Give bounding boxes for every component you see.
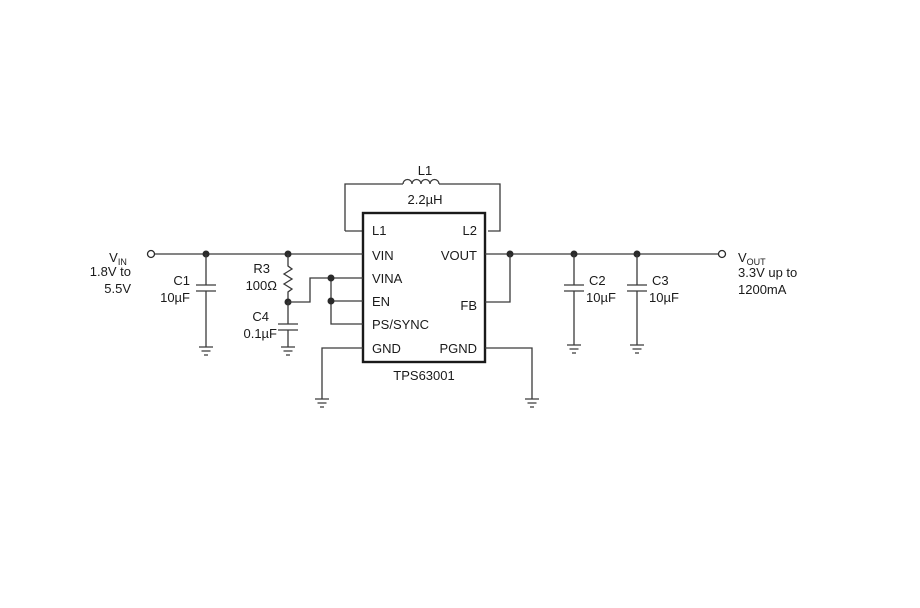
vin-terminal bbox=[146, 249, 156, 259]
junction-dot bbox=[327, 274, 335, 282]
output-rail bbox=[485, 249, 727, 303]
capacitor-c1 bbox=[196, 254, 216, 356]
vout-spec-line2: 1200mA bbox=[738, 282, 787, 297]
ic-body bbox=[361, 211, 487, 364]
pgnd-pin-wire bbox=[485, 347, 539, 408]
c2-ref: C2 bbox=[589, 273, 606, 288]
ic-pin-ps-sync: PS/SYNC bbox=[372, 317, 429, 332]
ground-symbol bbox=[199, 346, 213, 356]
inductor-l1 bbox=[344, 178, 501, 232]
junction-dot bbox=[327, 297, 335, 305]
c1-value: 10µF bbox=[160, 290, 190, 305]
c1-ref: C1 bbox=[173, 273, 190, 288]
c3-ref: C3 bbox=[652, 273, 669, 288]
capacitor-c3 bbox=[627, 254, 647, 354]
input-rail bbox=[146, 249, 363, 259]
c4-value: 0.1µF bbox=[243, 326, 277, 341]
vout-label: VOUT bbox=[738, 250, 766, 267]
gnd-pin-wire bbox=[315, 347, 363, 408]
capacitor-c4 bbox=[278, 302, 298, 356]
vin-range-line1: 1.8V to bbox=[90, 264, 131, 279]
capacitor-c2 bbox=[564, 254, 584, 354]
inductor-value: 2.2µH bbox=[408, 192, 443, 207]
ic-pin-vin: VIN bbox=[372, 248, 394, 263]
ground-symbol bbox=[630, 344, 644, 354]
r3-value: 100Ω bbox=[246, 278, 278, 293]
resistor-r3 bbox=[282, 254, 294, 306]
vout-terminal bbox=[717, 249, 727, 259]
vin-label: VIN bbox=[109, 250, 127, 267]
c3-value: 10µF bbox=[649, 290, 679, 305]
ic-part-number: TPS63001 bbox=[393, 368, 454, 383]
vin-range-line2: 5.5V bbox=[104, 281, 131, 296]
ground-symbol bbox=[567, 344, 581, 354]
ic-pin-l2: L2 bbox=[463, 223, 477, 238]
ground-symbol bbox=[525, 398, 539, 408]
vina-en-wiring bbox=[288, 274, 363, 325]
ic-pin-fb: FB bbox=[460, 298, 477, 313]
ic-pin-gnd: GND bbox=[372, 341, 401, 356]
ic-pin-vout: VOUT bbox=[441, 248, 477, 263]
c4-ref: C4 bbox=[252, 309, 269, 324]
ic-pin-l1: L1 bbox=[372, 223, 386, 238]
inductor-ref: L1 bbox=[418, 163, 432, 178]
ic-pin-en: EN bbox=[372, 294, 390, 309]
ground-symbol bbox=[315, 398, 329, 408]
c2-value: 10µF bbox=[586, 290, 616, 305]
vout-spec-line1: 3.3V up to bbox=[738, 265, 797, 280]
ic-pin-vina: VINA bbox=[372, 271, 403, 286]
r3-ref: R3 bbox=[253, 261, 270, 276]
ic-pin-pgnd: PGND bbox=[439, 341, 477, 356]
ground-symbol bbox=[281, 346, 295, 356]
